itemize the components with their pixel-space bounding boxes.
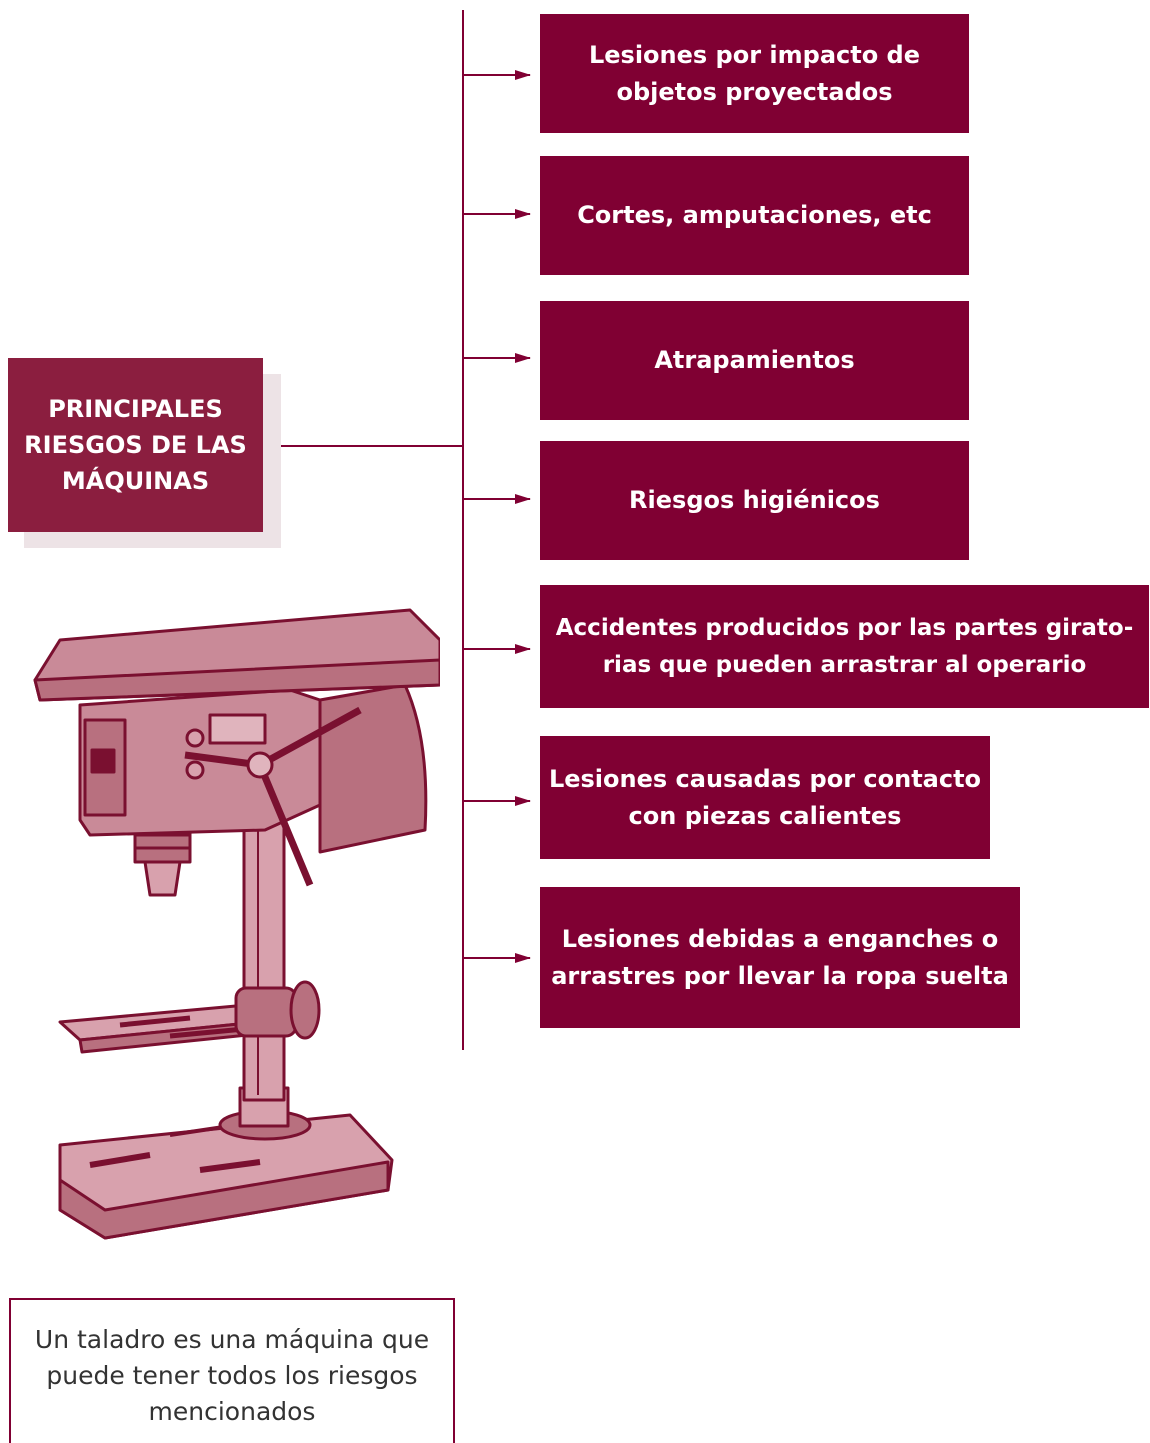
risk-box-7: Lesiones debidas a enganches o arrastres… <box>540 887 1020 1028</box>
main-title: PRINCIPALES RIESGOS DE LAS MÁQUINAS <box>24 395 247 495</box>
risk-box-5: Accidentes producidos por las partes gir… <box>540 585 1149 708</box>
drill-column <box>242 798 286 1102</box>
risk-box-2: Cortes, amputaciones, etc <box>540 156 969 275</box>
risk-label-5: Accidentes producidos por las partes gir… <box>555 614 1134 678</box>
risk-box-1: Lesiones por impacto de objetos proyecta… <box>540 14 969 133</box>
risk-label-7: Lesiones debidas a enganches o arrastres… <box>551 924 1009 990</box>
main-title-box: PRINCIPALES RIESGOS DE LAS MÁQUINAS <box>8 358 263 532</box>
risk-box-4: Riesgos higiénicos <box>540 441 969 560</box>
risk-label-4: Riesgos higiénicos <box>629 486 880 514</box>
risk-label-3: Atrapamientos <box>654 346 855 374</box>
drill-base-front <box>58 1160 390 1240</box>
drill-motor <box>318 683 428 854</box>
risk-label-6: Lesiones causadas por contacto con pieza… <box>548 764 982 830</box>
risk-box-6: Lesiones causadas por contacto con pieza… <box>540 736 990 859</box>
caption-text: Un taladro es una máquina que puede tene… <box>34 1325 430 1426</box>
caption-box: Un taladro es una máquina que puede tene… <box>9 1298 455 1443</box>
risk-label-2: Cortes, amputaciones, etc <box>577 201 932 229</box>
risk-label-1: Lesiones por impacto de objetos proyecta… <box>588 40 921 106</box>
drill-press-icon <box>33 608 440 1240</box>
risk-box-3: Atrapamientos <box>540 301 969 420</box>
